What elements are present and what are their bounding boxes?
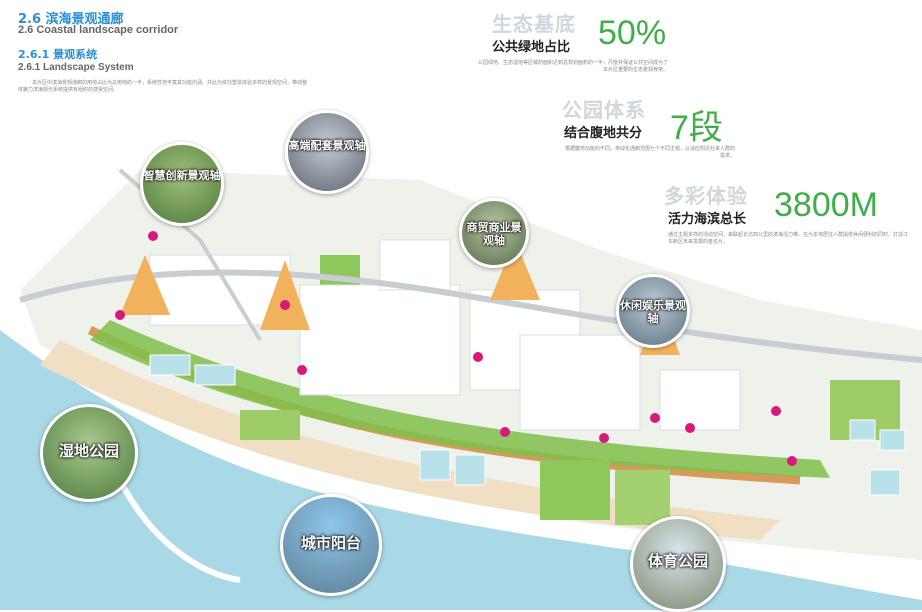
- stat-value-park: 7段: [670, 109, 723, 147]
- stat-desc-park: 根据腹地功能的不同，将绿化通廊范围七个不同主题，以适应附近社来人群的需求。: [565, 146, 736, 159]
- subsection-title: 2.6.1 景观系统: [18, 48, 98, 61]
- location-pins: [115, 231, 797, 466]
- stat-desc-experience: 通过主题多样的活动空间，串联起长达四公里的滨海活力带。在为本地居住人群提供休闲便…: [668, 232, 909, 245]
- stat-desc-ecology: 公园绿地、生态湿地等区域的面积达到总规划面积的一半，尺度并保证公共空间成为了本片…: [478, 60, 669, 73]
- section-title-en: 2.6 Coastal landscape corridor: [18, 24, 179, 36]
- callout-premium-facility-axis: 高端配套景观轴: [285, 110, 369, 194]
- section-title: 2.6 滨海景观通廊: [18, 12, 124, 27]
- stat-subtitle-experience: 活力海滨总长: [668, 212, 747, 227]
- stat-value-experience: 3800M: [774, 186, 878, 224]
- sea-area: [0, 330, 922, 610]
- stat-category-ecology: 生态基底: [492, 12, 576, 36]
- pier: [117, 478, 241, 583]
- stat-subtitle-ecology: 公共绿地占比: [492, 40, 571, 55]
- callout-leisure-axis: 休闲娱乐景观轴: [616, 274, 690, 348]
- callout-smart-innovation-axis: 智慧创新景观轴: [140, 142, 224, 226]
- fish-ponds: [149, 354, 906, 496]
- stat-category-experience: 多彩体验: [664, 184, 748, 208]
- callout-commerce-axis: 商贸商业景观轴: [459, 198, 529, 268]
- stat-category-park: 公园体系: [562, 98, 646, 122]
- stat-value-ecology: 50%: [598, 14, 667, 52]
- green-plot: [615, 470, 670, 525]
- callout-sports-park: 体育公园: [630, 516, 726, 612]
- subsection-title-en: 2.6.1 Landscape System: [18, 62, 134, 73]
- beach-band: [40, 340, 780, 540]
- green-plot: [240, 410, 300, 440]
- intro-paragraph: 本片区中滨海景观通廊的用地占比为总用地的一半，系统性地丰富其功能内涵。并此为依托…: [18, 80, 308, 93]
- green-strip: [90, 320, 830, 478]
- stat-subtitle-park: 结合腹地共分: [564, 126, 643, 141]
- green-plot: [540, 460, 610, 520]
- callout-city-balcony: 城市阳台: [280, 494, 382, 596]
- main-road: [19, 269, 922, 363]
- callout-wetland-park: 湿地公园: [40, 404, 138, 502]
